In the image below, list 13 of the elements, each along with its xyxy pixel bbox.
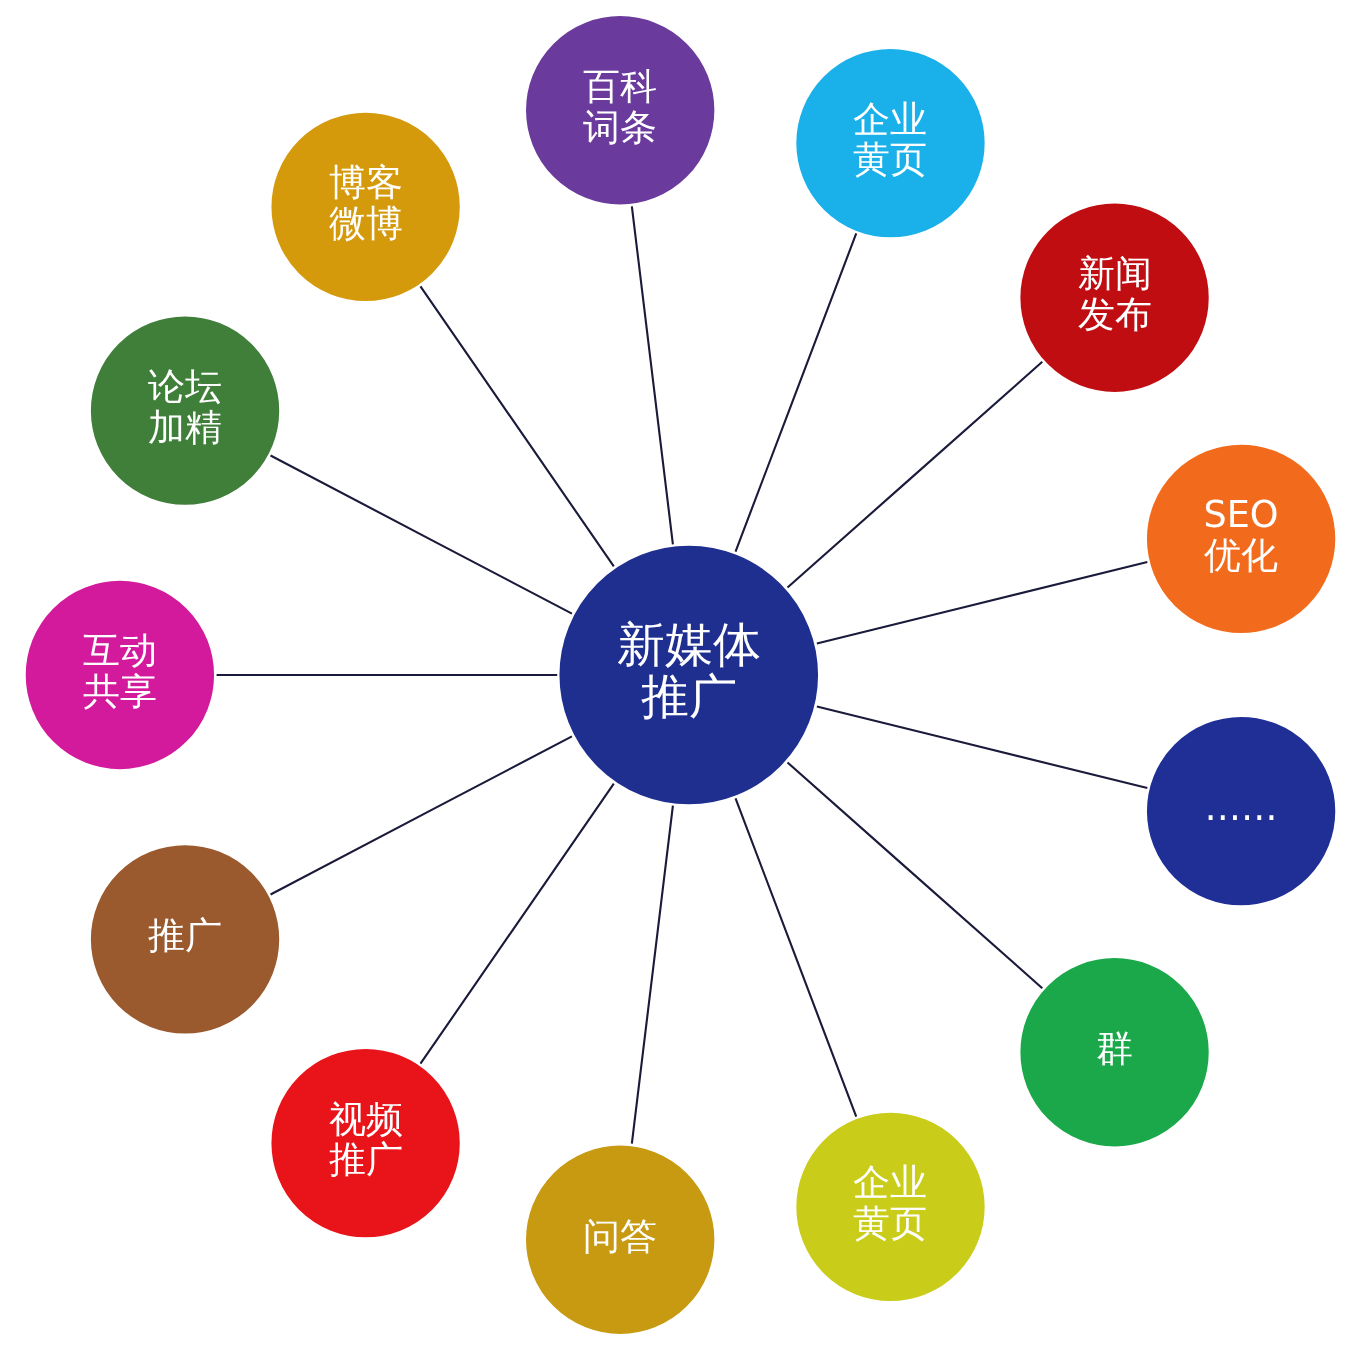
connector (216, 673, 557, 677)
connector (734, 233, 857, 552)
connector (816, 560, 1148, 645)
connector (269, 735, 572, 896)
connector (734, 798, 857, 1117)
connector (630, 805, 674, 1144)
connector (269, 454, 572, 615)
connector (786, 361, 1043, 589)
connector (630, 206, 674, 545)
connector (419, 782, 615, 1065)
connector (419, 285, 615, 568)
connector (816, 705, 1148, 790)
connector (786, 761, 1043, 989)
